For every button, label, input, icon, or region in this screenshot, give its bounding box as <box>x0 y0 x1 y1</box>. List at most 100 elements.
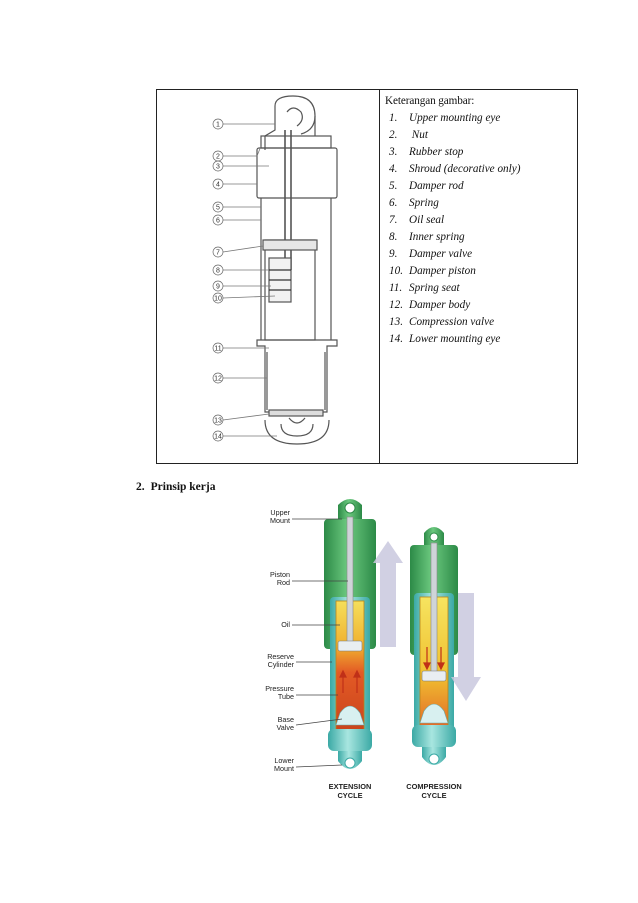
section-heading: 2. Prinsip kerja <box>136 481 221 493</box>
label-pressure-tube-1: Pressure <box>265 684 294 693</box>
legend-item-number: 8. <box>389 231 398 243</box>
svg-text:7: 7 <box>216 250 220 257</box>
callout-2: 2 <box>212 150 224 162</box>
shroud <box>256 147 338 199</box>
svg-text:3: 3 <box>216 164 220 171</box>
legend-item: 9.Damper valve <box>385 246 575 263</box>
label-piston-rod-2: Rod <box>277 578 290 587</box>
caption-compression-1: COMPRESSION <box>406 782 461 791</box>
legend-item-label: Damper piston <box>409 265 476 277</box>
label-base-valve-1: Base <box>278 715 294 724</box>
callout-1: 1 <box>212 118 224 130</box>
legend-item-number: 1. <box>389 112 398 124</box>
legend-item: 11. Spring seat <box>385 280 575 297</box>
section-number: 2. <box>136 481 145 493</box>
legend-item-label: Shroud (decorative only) <box>409 163 521 175</box>
label-piston-rod-1: Piston <box>270 570 290 579</box>
legend-item: 2. Nut <box>385 127 575 144</box>
callout-10: 10 <box>212 292 224 304</box>
legend-item: 13. Compression valve <box>385 314 575 331</box>
caption-extension-2: CYCLE <box>337 791 362 800</box>
upper-eye-inner <box>286 107 303 127</box>
callout-14: 14 <box>212 430 224 442</box>
legend-item: 10. Damper piston <box>385 263 575 280</box>
svg-text:12: 12 <box>214 376 222 383</box>
shock-cycle-diagram: Upper Mount Piston Rod Oil Reserve Cylin… <box>265 499 481 800</box>
parts-table: 1 2 3 4 5 6 7 8 9 10 11 12 13 14 Keteran… <box>156 89 578 464</box>
legend-item-number: 12. <box>389 299 403 311</box>
legend-item-number: 13. <box>389 316 403 328</box>
callout-6: 6 <box>212 214 224 226</box>
table-divider <box>379 90 380 463</box>
label-upper-mount-1: Upper <box>270 508 290 517</box>
svg-text:10: 10 <box>214 296 222 303</box>
legend-item-label: Rubber stop <box>409 146 464 158</box>
label-upper-mount-2: Mount <box>270 516 290 525</box>
label-lower-mount-1: Lower <box>274 756 294 765</box>
label-leaders <box>292 518 348 768</box>
legend-item-number: 10. <box>389 265 403 277</box>
callout-leaders <box>222 123 277 437</box>
compression-direction-arrow <box>451 593 481 701</box>
extension-piston-rod <box>346 516 354 648</box>
lower-eye-outline <box>264 419 330 445</box>
label-base-valve-2: Valve <box>277 723 294 732</box>
label-oil: Oil <box>281 620 290 629</box>
legend-item: 4. Shroud (decorative only) <box>385 161 575 178</box>
legend-item: 1.Upper mounting eye <box>385 110 575 127</box>
callout-4: 4 <box>212 178 224 190</box>
svg-text:6: 6 <box>216 218 220 225</box>
caption-extension-1: EXTENSION <box>329 782 372 791</box>
callout-13: 13 <box>212 414 224 426</box>
shock-absorber-drawing: 1 2 3 4 5 6 7 8 9 10 11 12 13 14 <box>212 95 338 445</box>
legend-item-number: 11. <box>389 282 403 294</box>
callout-3: 3 <box>212 160 224 172</box>
legend-item-number: 2. <box>389 129 398 141</box>
legend-item-number: 4. <box>389 163 398 175</box>
legend-item-label: Compression valve <box>409 316 495 328</box>
svg-text:1: 1 <box>216 122 220 129</box>
legend-item-number: 14. <box>389 333 403 345</box>
legend-item-number: 7. <box>389 214 398 226</box>
legend-item: 6. Spring <box>385 195 575 212</box>
svg-text:14: 14 <box>214 434 222 441</box>
section-title: Prinsip kerja <box>150 481 216 493</box>
label-reserve-cylinder-1: Reserve <box>267 652 294 661</box>
svg-text:5: 5 <box>216 205 220 212</box>
legend-item-label: Spring seat <box>409 282 460 294</box>
label-reserve-cylinder-2: Cylinder <box>268 660 295 669</box>
label-lower-mount-2: Mount <box>274 764 294 773</box>
legend-item: 3. Rubber stop <box>385 144 575 161</box>
legend-item: 5. Damper rod <box>385 178 575 195</box>
legend-item-label: Spring <box>409 197 439 209</box>
legend-item-label: Lower mounting eye <box>409 333 501 345</box>
legend-item: 12. Damper body <box>385 297 575 314</box>
legend-item-number: 9. <box>389 248 398 260</box>
caption-compression-2: CYCLE <box>421 791 446 800</box>
legend-item-label: Oil seal <box>409 214 445 226</box>
legend-item-label: Nut <box>409 129 428 141</box>
extension-unit <box>324 499 403 769</box>
compression-unit <box>410 527 481 765</box>
legend-item-number: 5. <box>389 180 398 192</box>
extension-direction-arrow <box>373 541 403 647</box>
svg-text:9: 9 <box>216 284 220 291</box>
svg-text:2: 2 <box>216 154 220 161</box>
svg-text:8: 8 <box>216 268 220 275</box>
legend-item-label: Damper rod <box>409 180 464 192</box>
callout-11: 11 <box>212 342 224 354</box>
svg-text:11: 11 <box>214 346 221 353</box>
shock-absorber-drawing-cell: 1 2 3 4 5 6 7 8 9 10 11 12 13 14 <box>157 90 379 463</box>
damper-body <box>256 339 338 413</box>
legend-item: 8. Inner spring <box>385 229 575 246</box>
legend-item: 14. Lower mounting eye <box>385 331 575 348</box>
working-principle-figure: Upper Mount Piston Rod Oil Reserve Cylin… <box>250 497 482 807</box>
legend-item-number: 3. <box>389 146 398 158</box>
legend-heading: Keterangan gambar: <box>385 95 475 107</box>
callout-8: 8 <box>212 264 224 276</box>
label-pressure-tube-2: Tube <box>278 692 294 701</box>
legend-item-number: 6. <box>389 197 398 209</box>
legend-item-label: Damper body <box>409 299 471 311</box>
legend-item-label: Inner spring <box>409 231 465 243</box>
